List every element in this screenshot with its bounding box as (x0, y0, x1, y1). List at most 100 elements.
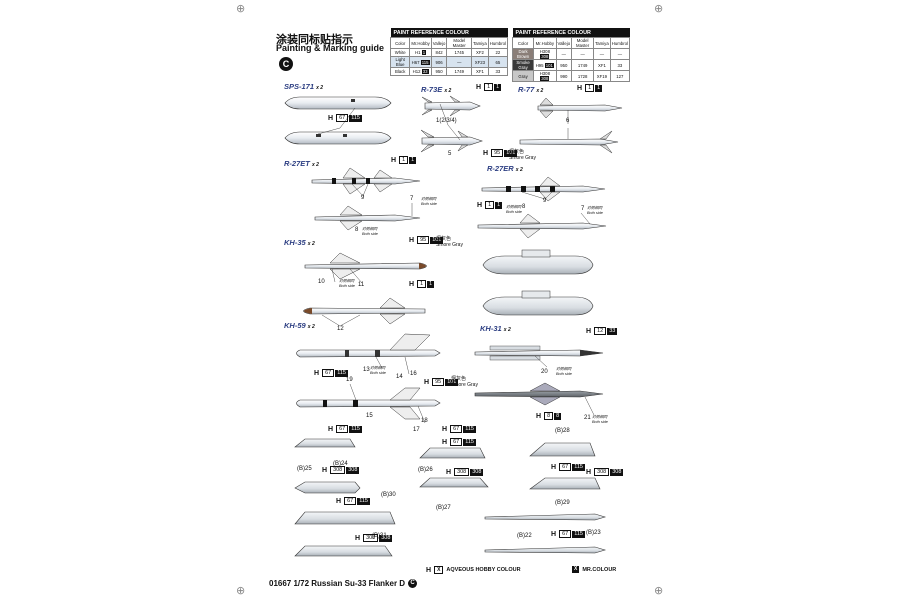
kh59-missile-top (296, 333, 441, 358)
label-r73e: R-73E x 2 (421, 85, 452, 94)
part-number: 17 (413, 427, 420, 433)
r27et-missile-bottom (314, 205, 421, 231)
part-number: (B)23 (586, 530, 601, 536)
leader-lines (317, 103, 595, 424)
kh31-missile-bottom (474, 382, 604, 406)
pylon-left-1 (294, 438, 356, 448)
part-number: (B)28 (555, 428, 570, 434)
part-number: 10 (318, 279, 325, 285)
page-title-cn: 涂装同标贴指示 (276, 34, 353, 46)
pylon-left-2 (294, 481, 361, 494)
part-number: 11 (358, 282, 365, 288)
sps171-pod-top (284, 96, 392, 110)
part-number: 18 (421, 418, 428, 424)
fuel-tank-bottom (482, 290, 594, 316)
r27et-missile-top (311, 167, 421, 195)
kh35-missile-top (304, 252, 427, 280)
part-number: (B)30 (381, 492, 396, 498)
pylon-right-1 (529, 442, 596, 457)
label-r77: R-77 x 2 (518, 85, 544, 94)
table-header-row: Color Mr.Hobby Vallejo Model Master Tami… (389, 37, 509, 49)
table-title: PAINT REFERENCE COLOUR (390, 28, 508, 38)
part-number: 14 (396, 374, 403, 380)
table-header-row: Color Mr.Hobby Vallejo Model Master Tami… (511, 37, 631, 49)
r73e-missile-bottom (420, 129, 483, 153)
part-number: (B)25 (297, 466, 312, 472)
crop-mark-bl: ⊕ (236, 584, 246, 597)
label-kh59: KH-59 x 2 (284, 321, 315, 330)
part-number: 7 (581, 206, 585, 212)
sps171-pod-bottom (284, 131, 392, 145)
missile-artwork (284, 95, 623, 557)
part-number: 16 (410, 371, 417, 377)
pylon-mid-1 (419, 447, 486, 459)
table-row: Gray H308 308 990 1728 XF19 127 (511, 70, 631, 82)
table-row: Light Blue H67 115 906 — XF23 65 (389, 56, 509, 68)
part-number: 1(2/3/4) (436, 118, 457, 124)
part-number: 7 (410, 196, 414, 202)
part-number: 21 (584, 415, 591, 421)
part-number: (B)29 (555, 500, 570, 506)
table-row: Dark Brown H308 308 — — — — (511, 48, 631, 60)
paint-reference-table-left: PAINT REFERENCE COLOUR Color Mr.Hobby Va… (389, 28, 509, 76)
kh31-missile-top (474, 345, 604, 361)
part-number: 9 (543, 198, 547, 204)
crop-mark-tr: ⊕ (654, 2, 664, 15)
r27er-missile-top (481, 176, 606, 202)
r73e-missile-top (421, 95, 481, 117)
crop-mark-tl: ⊕ (236, 2, 246, 15)
pylon-right-3 (484, 513, 607, 521)
part-number: 9 (361, 195, 365, 201)
pylon-mid-2 (419, 477, 489, 488)
pylon-right-4 (484, 546, 607, 554)
part-number: 20 (541, 369, 548, 375)
part-number: (B)31 (372, 533, 387, 539)
fuel-tank-top (482, 249, 594, 275)
paint-reference-table-right: PAINT REFERENCE COLOUR Color Mr.Hobby Va… (511, 28, 631, 82)
part-number: 6 (566, 118, 570, 124)
label-sps171: SPS-171 x 2 (284, 82, 324, 91)
crop-mark-br: ⊕ (654, 584, 664, 597)
label-kh35: KH-35 x 2 (284, 238, 315, 247)
part-number: 13 (363, 367, 370, 373)
r27er-missile-bottom (477, 213, 607, 239)
part-number: 19 (346, 377, 353, 383)
label-r27et: R-27ET x 2 (284, 159, 319, 168)
part-number: (B)22 (517, 533, 532, 539)
pylon-left-3 (294, 511, 396, 525)
page-title-en: Painting & Marking guide (276, 43, 385, 53)
label-kh31: KH-31 x 2 (480, 324, 511, 333)
table-title: PAINT REFERENCE COLOUR (512, 28, 630, 38)
part-number: (B)26 (418, 467, 433, 473)
